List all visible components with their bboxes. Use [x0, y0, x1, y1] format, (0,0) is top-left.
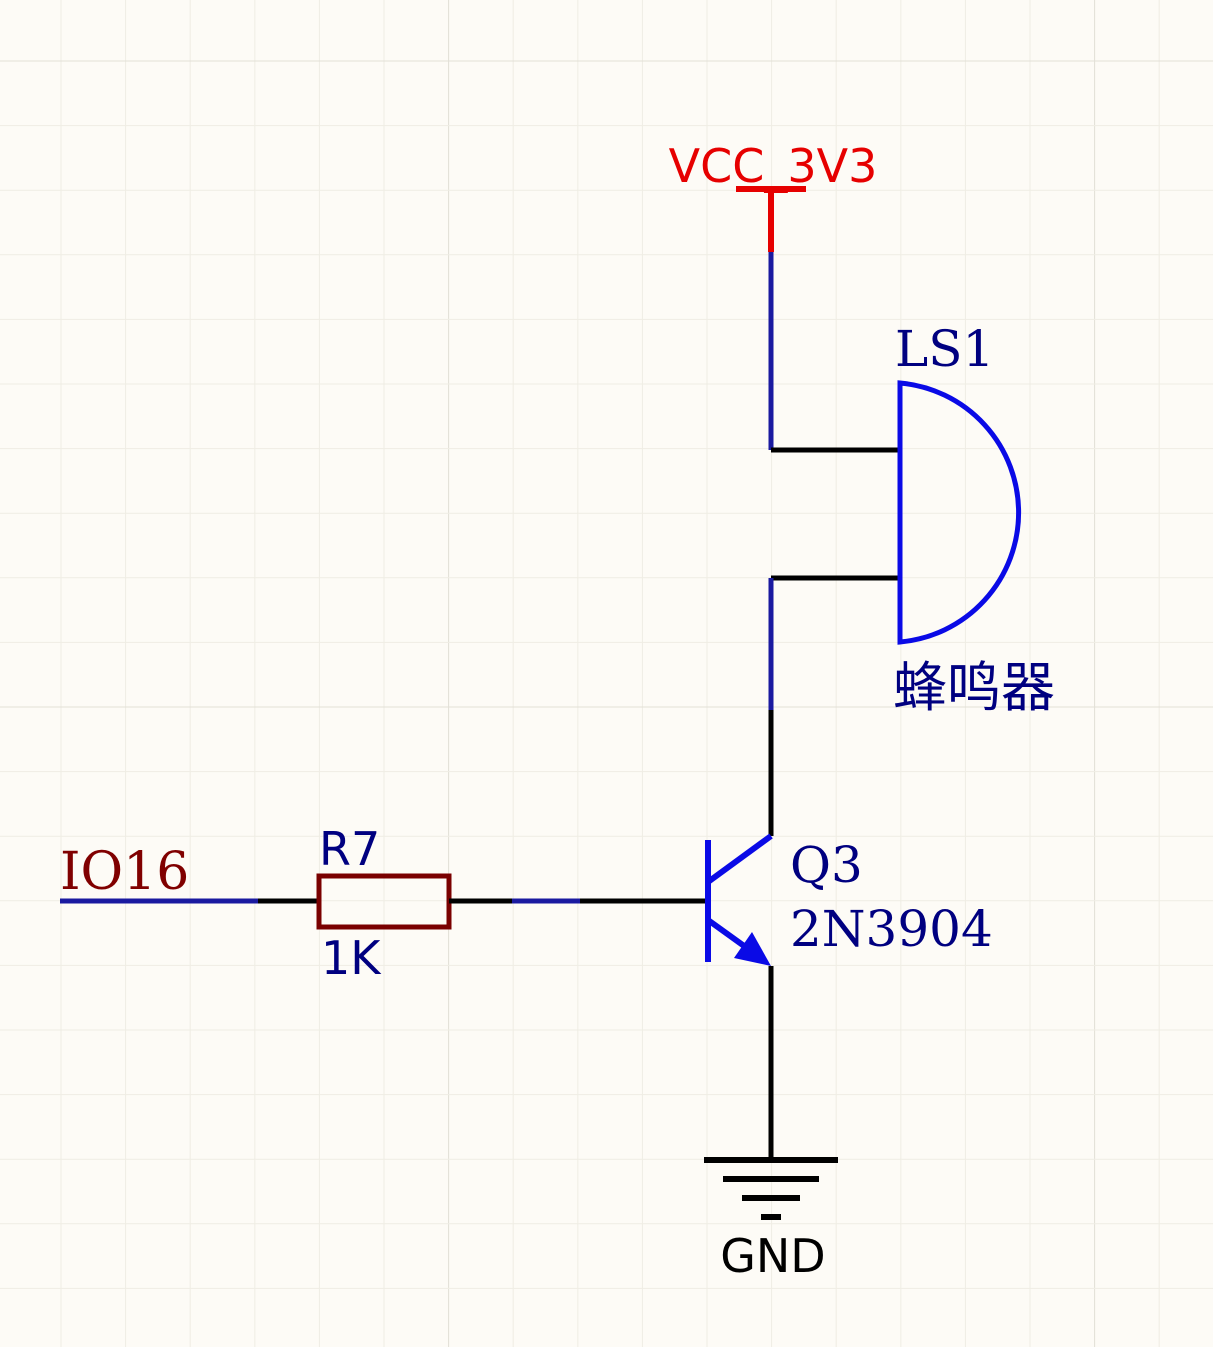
buzzer-comment: 蜂鸣器	[893, 656, 1055, 719]
vcc-net-label: VCC_3V3	[669, 139, 878, 193]
vcc-power-port[interactable]: VCC_3V3	[669, 139, 878, 252]
transistor-collector-leg	[706, 833, 773, 885]
transistor-designator: Q3	[790, 836, 863, 894]
ground-net-label: GND	[720, 1229, 825, 1283]
buzzer-body	[897, 380, 1022, 645]
transistor-comment: 2N3904	[790, 900, 993, 958]
io16-net-label: IO16	[60, 842, 189, 902]
buzzer-ls1[interactable]: LS1 蜂鸣器	[771, 320, 1055, 719]
buzzer-designator: LS1	[895, 320, 994, 378]
transistor-emitter-arrow	[734, 932, 771, 966]
ground-power-port[interactable]: GND	[704, 1157, 838, 1283]
resistor-r7[interactable]: R7 1K	[258, 822, 512, 985]
transistor-q3[interactable]: Q3 2N3904	[705, 833, 993, 966]
resistor-designator: R7	[319, 822, 380, 876]
resistor-value: 1K	[321, 931, 382, 985]
